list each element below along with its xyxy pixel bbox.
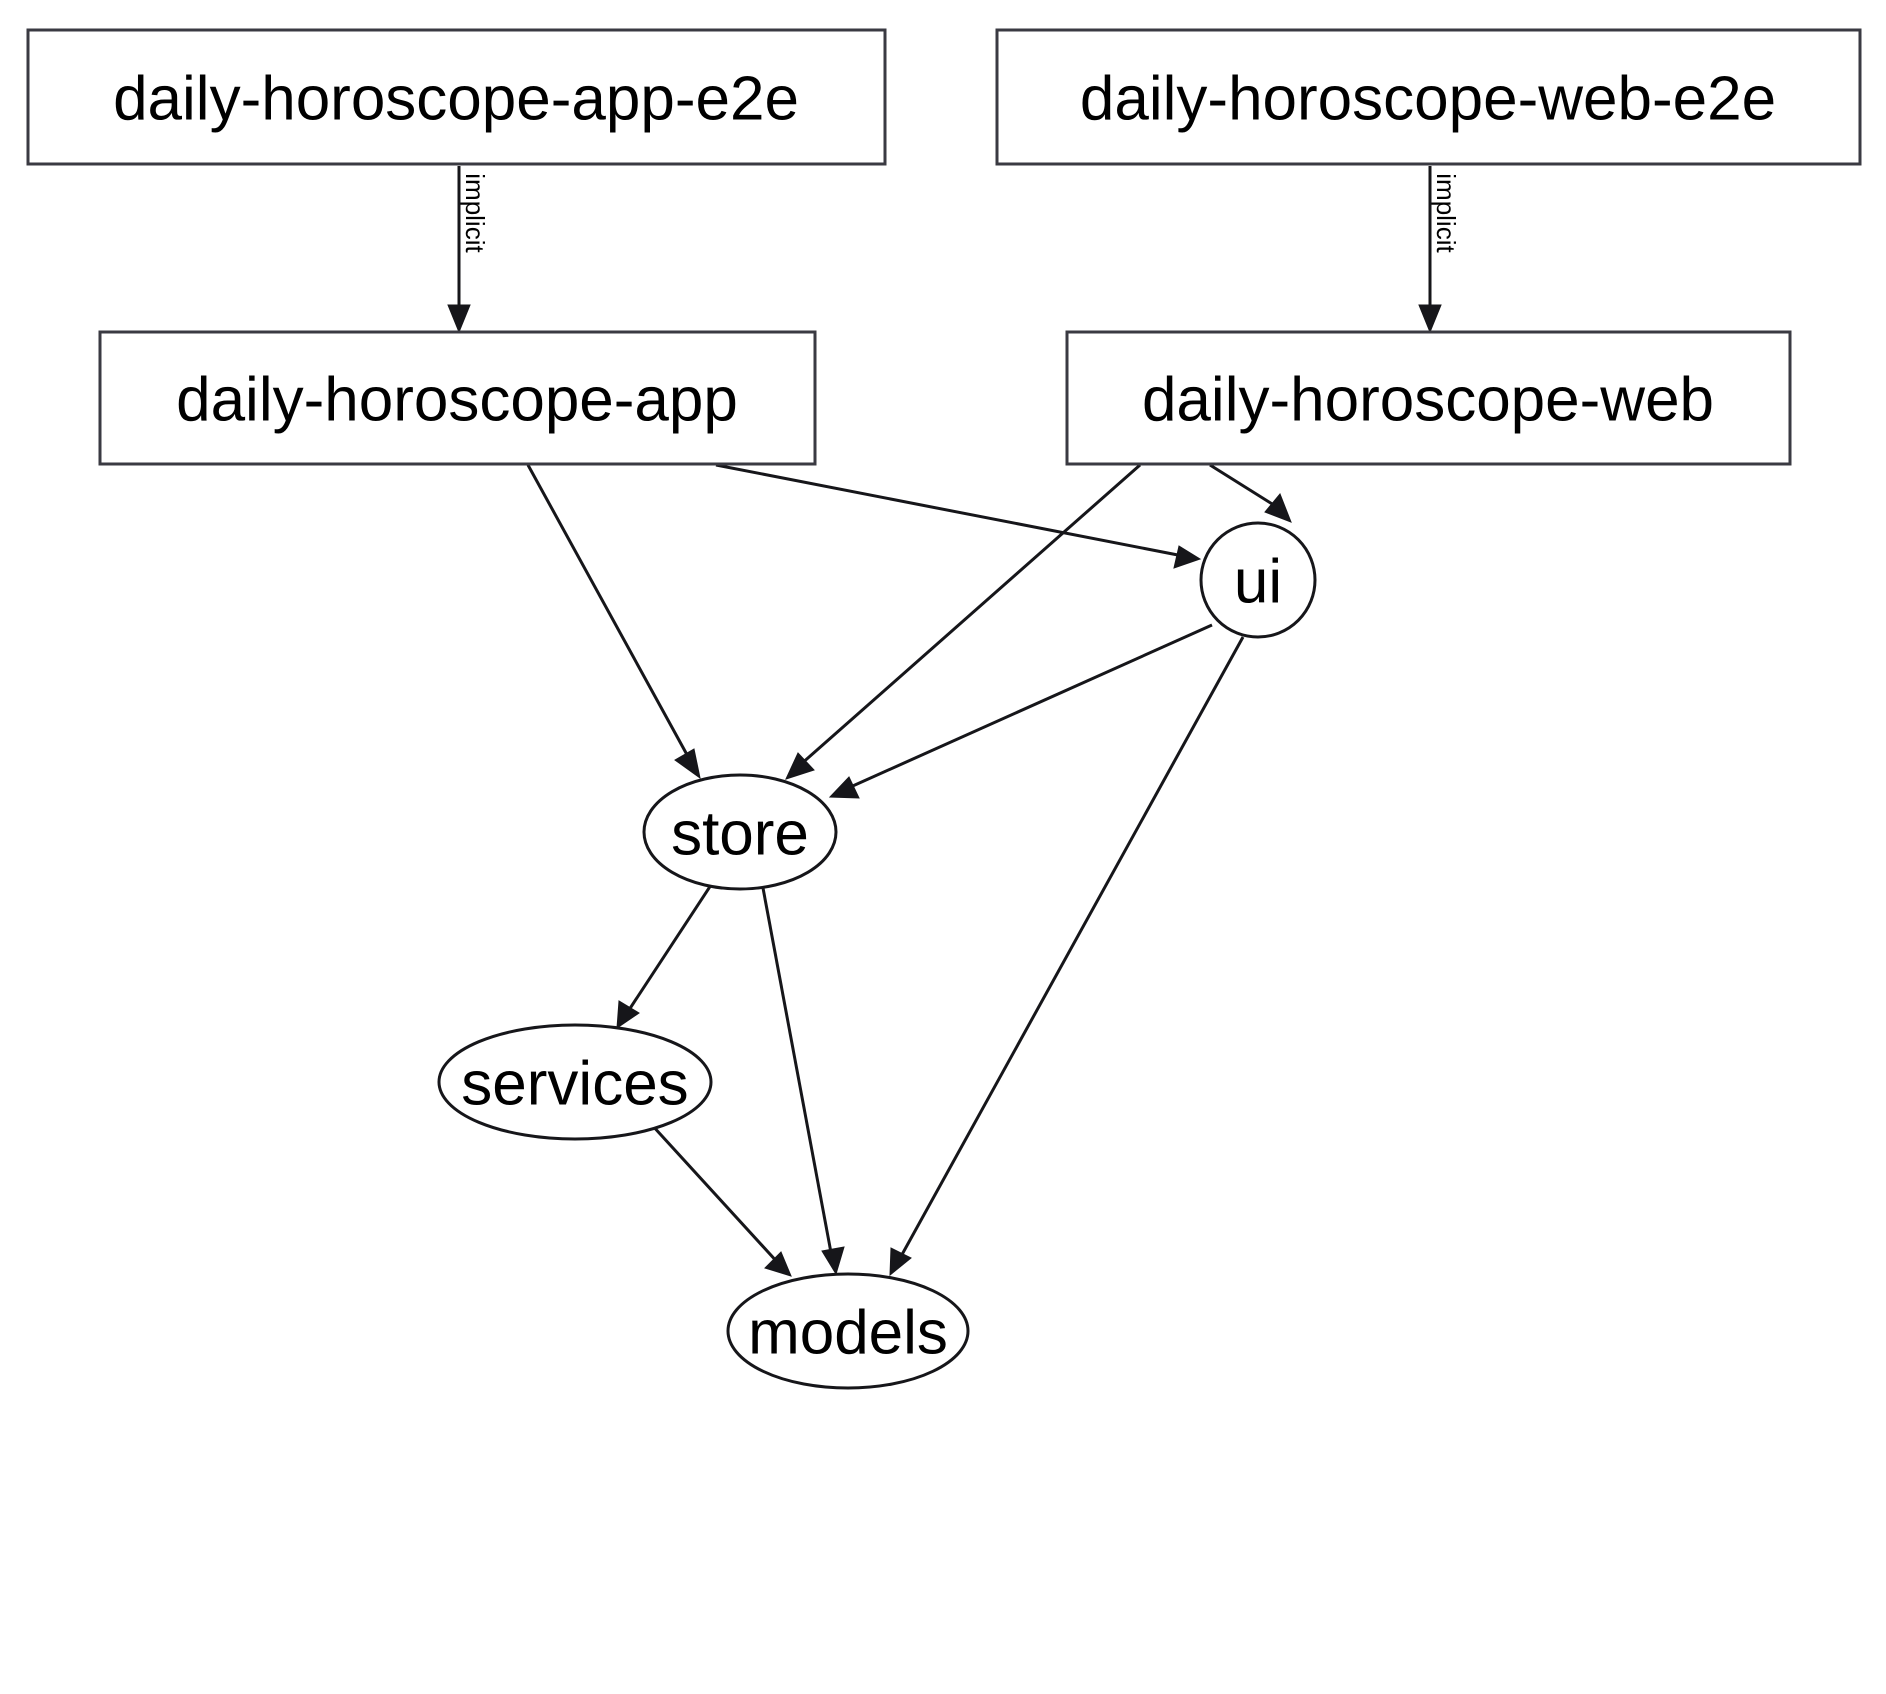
- edge-ui-to-store[interactable]: [828, 623, 1213, 799]
- edge-line: [761, 887, 834, 1259]
- node-daily-horoscope-web[interactable]: daily-horoscope-web: [1065, 330, 1792, 466]
- edge-app-to-store[interactable]: [526, 464, 701, 780]
- edge-line: [526, 464, 693, 763]
- arrow-head-icon: [764, 1251, 792, 1277]
- edge-line: [897, 636, 1245, 1261]
- edge-line: [1209, 463, 1278, 509]
- node-box-shape: [98, 330, 817, 466]
- node-ellipse-shape: [1199, 521, 1317, 639]
- node-daily-horoscope-web-e2e[interactable]: daily-horoscope-web-e2e: [995, 28, 1862, 166]
- node-box-shape: [26, 28, 887, 166]
- node-ellipse-shape: [642, 773, 838, 891]
- node-label: daily-horoscope-app-e2e: [113, 65, 799, 134]
- node-box-shape: [1065, 330, 1792, 466]
- edge-line: [845, 623, 1213, 791]
- edge-app-to-ui[interactable]: [715, 463, 1202, 569]
- node-ellipse-shape: [726, 1272, 970, 1390]
- node-label: store: [671, 800, 809, 869]
- node-ellipse-shape: [437, 1023, 713, 1141]
- arrow-head-icon: [821, 1246, 845, 1276]
- arrow-head-icon: [1264, 493, 1292, 523]
- arrow-head-icon: [1173, 545, 1202, 569]
- arrow-head-icon: [785, 752, 815, 780]
- edge-services-to-models[interactable]: [649, 1122, 792, 1277]
- node-label: models: [748, 1299, 948, 1368]
- node-label: services: [461, 1050, 688, 1119]
- edge-app-e2e-to-app[interactable]: implicit: [447, 166, 490, 334]
- arrow-head-icon: [616, 1000, 640, 1029]
- arrow-head-icon: [447, 304, 471, 334]
- arrow-head-icon: [828, 776, 860, 799]
- node-store[interactable]: store: [642, 773, 838, 891]
- edge-web-to-store[interactable]: [785, 463, 1141, 780]
- edge-store-to-services[interactable]: [616, 884, 713, 1029]
- node-models[interactable]: models: [726, 1272, 970, 1390]
- arrow-head-icon: [1418, 304, 1442, 334]
- edge-line: [715, 463, 1184, 558]
- edge-ui-to-models[interactable]: [889, 636, 1245, 1277]
- node-ui[interactable]: ui: [1199, 521, 1317, 639]
- arrow-head-icon: [674, 748, 701, 780]
- node-label: daily-horoscope-web: [1142, 366, 1714, 435]
- node-daily-horoscope-app[interactable]: daily-horoscope-app: [98, 330, 817, 466]
- edge-line: [649, 1122, 781, 1266]
- arrow-head-icon: [889, 1247, 912, 1277]
- edge-label-implicit-web: implicit: [1431, 173, 1461, 253]
- edge-label-implicit-app: implicit: [460, 173, 490, 253]
- edge-web-e2e-to-web[interactable]: implicit: [1418, 166, 1461, 334]
- node-daily-horoscope-app-e2e[interactable]: daily-horoscope-app-e2e: [26, 28, 887, 166]
- edge-line: [625, 884, 713, 1014]
- node-label: ui: [1234, 548, 1282, 617]
- node-label: daily-horoscope-app: [176, 366, 738, 435]
- node-box-shape: [995, 28, 1862, 166]
- node-label: daily-horoscope-web-e2e: [1080, 65, 1776, 134]
- node-services[interactable]: services: [437, 1023, 713, 1141]
- edge-web-to-ui[interactable]: [1209, 463, 1292, 523]
- edge-store-to-models[interactable]: [761, 887, 845, 1276]
- edge-line: [799, 463, 1141, 767]
